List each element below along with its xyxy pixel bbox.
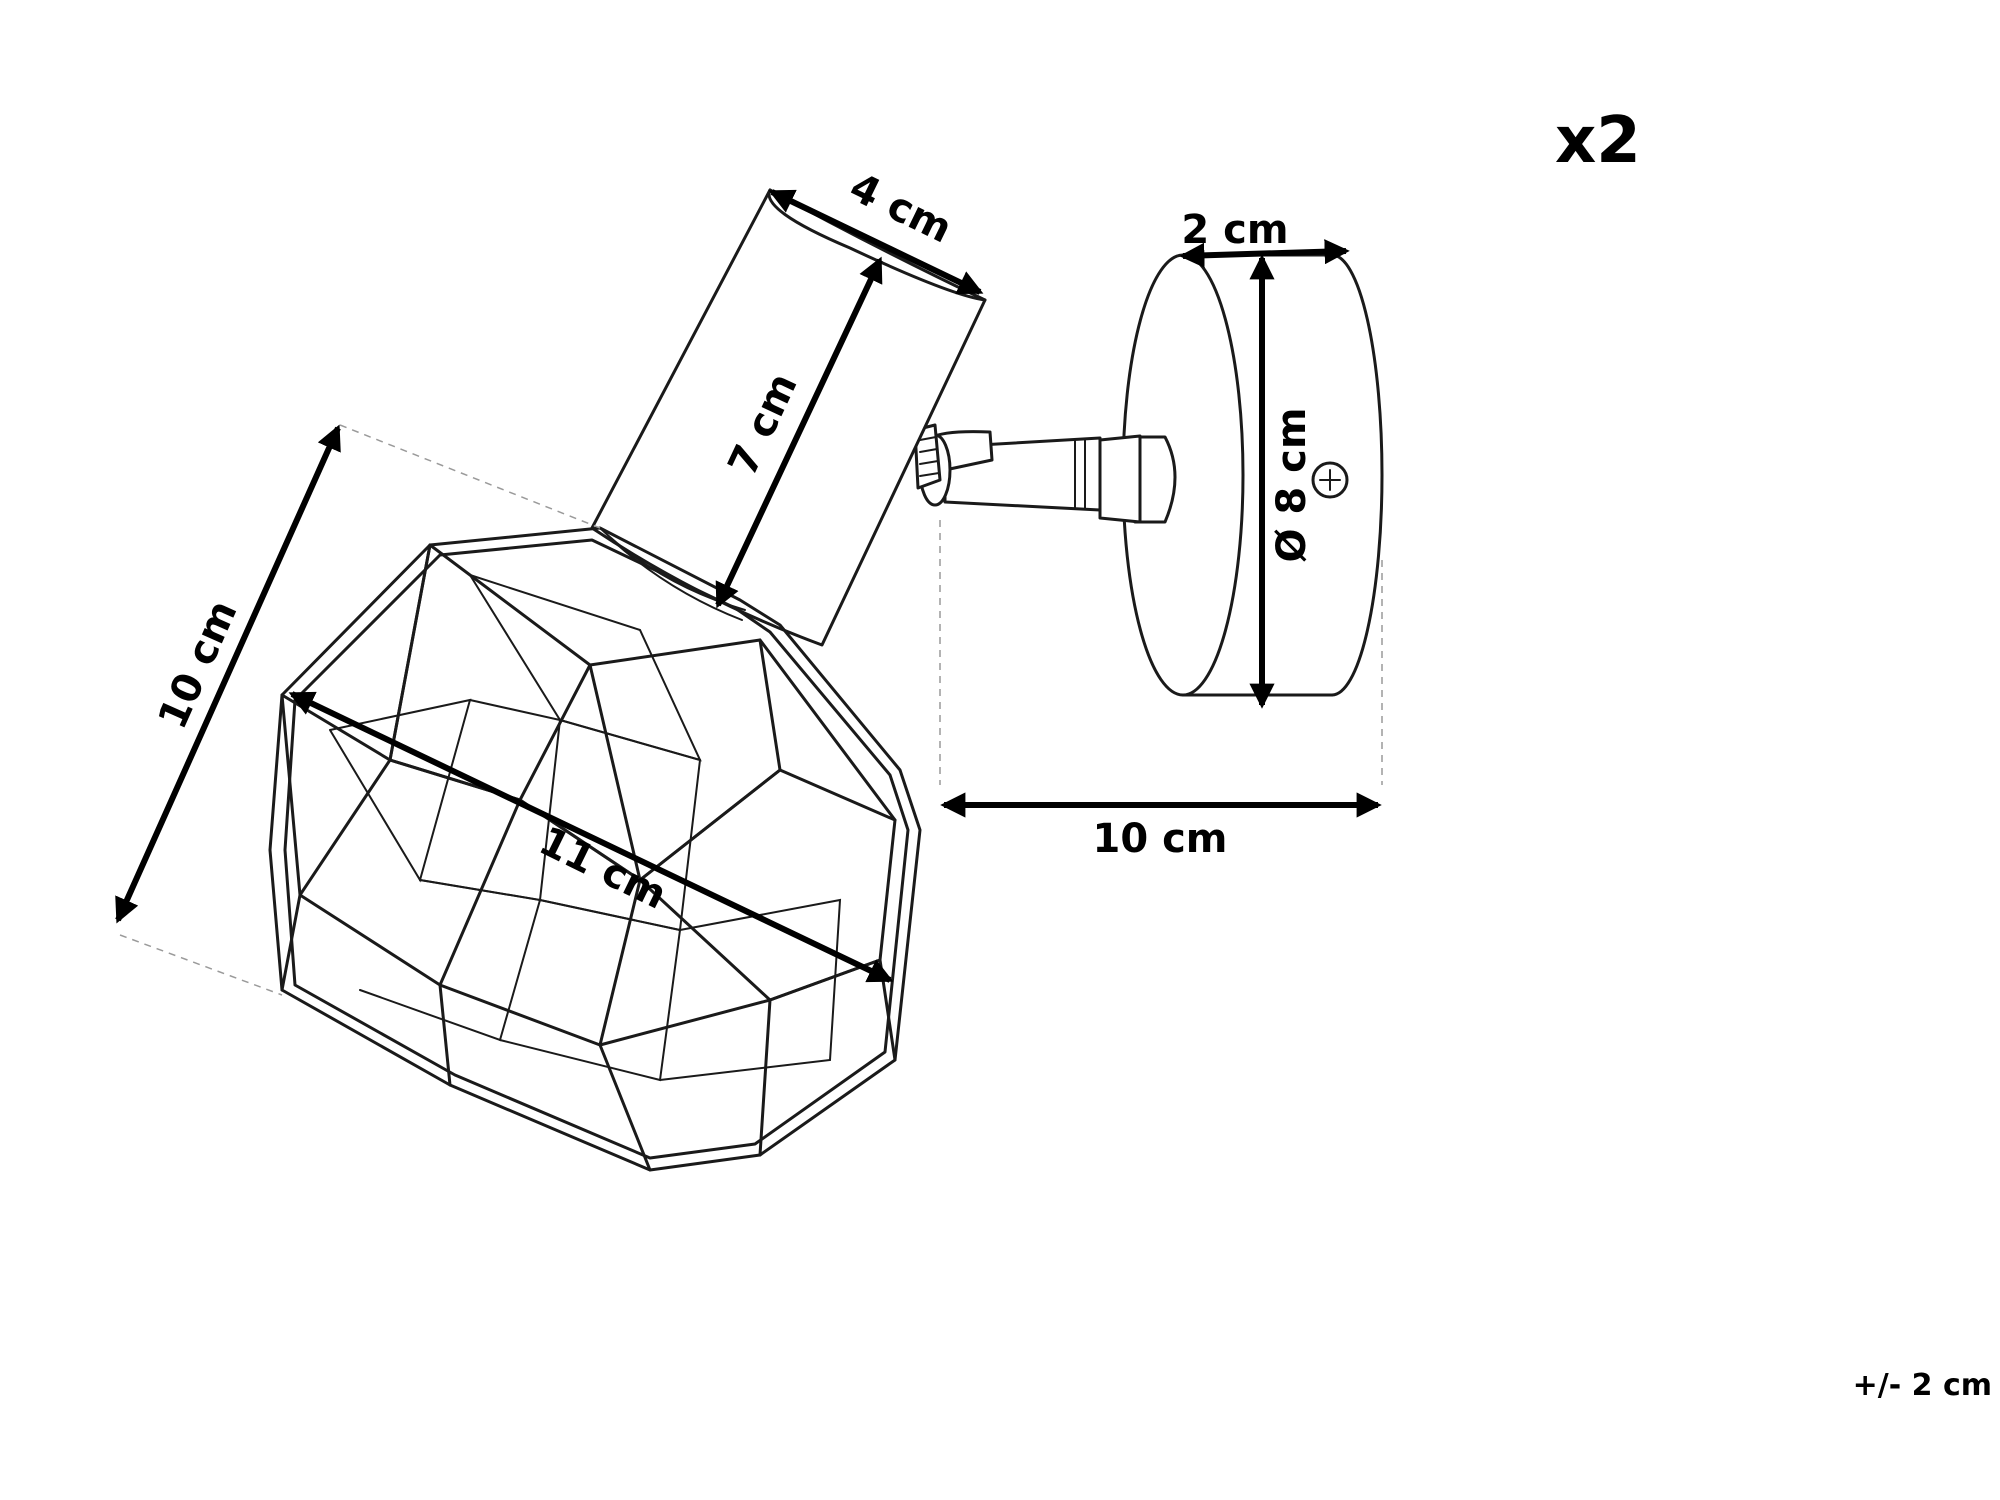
holder-length-arrow — [715, 256, 883, 609]
projection-label: 10 cm — [1093, 816, 1228, 862]
screw-icon — [1311, 461, 1349, 499]
extension-lines — [119, 424, 1383, 996]
quantity-label: x2 — [1555, 104, 1641, 178]
shade-width-arrow — [288, 691, 894, 983]
mounting-arm — [913, 423, 1177, 524]
dimension-lines — [115, 189, 1382, 983]
holder-width-arrow — [768, 189, 984, 295]
base-depth-label: 2 cm — [1181, 207, 1288, 253]
tolerance-label: +/- 2 cm — [1853, 1368, 1992, 1403]
base-diameter-label: Ø 8 cm — [1269, 407, 1315, 562]
base-depth-arrow — [1179, 239, 1350, 268]
shade-height-arrow — [115, 424, 341, 924]
